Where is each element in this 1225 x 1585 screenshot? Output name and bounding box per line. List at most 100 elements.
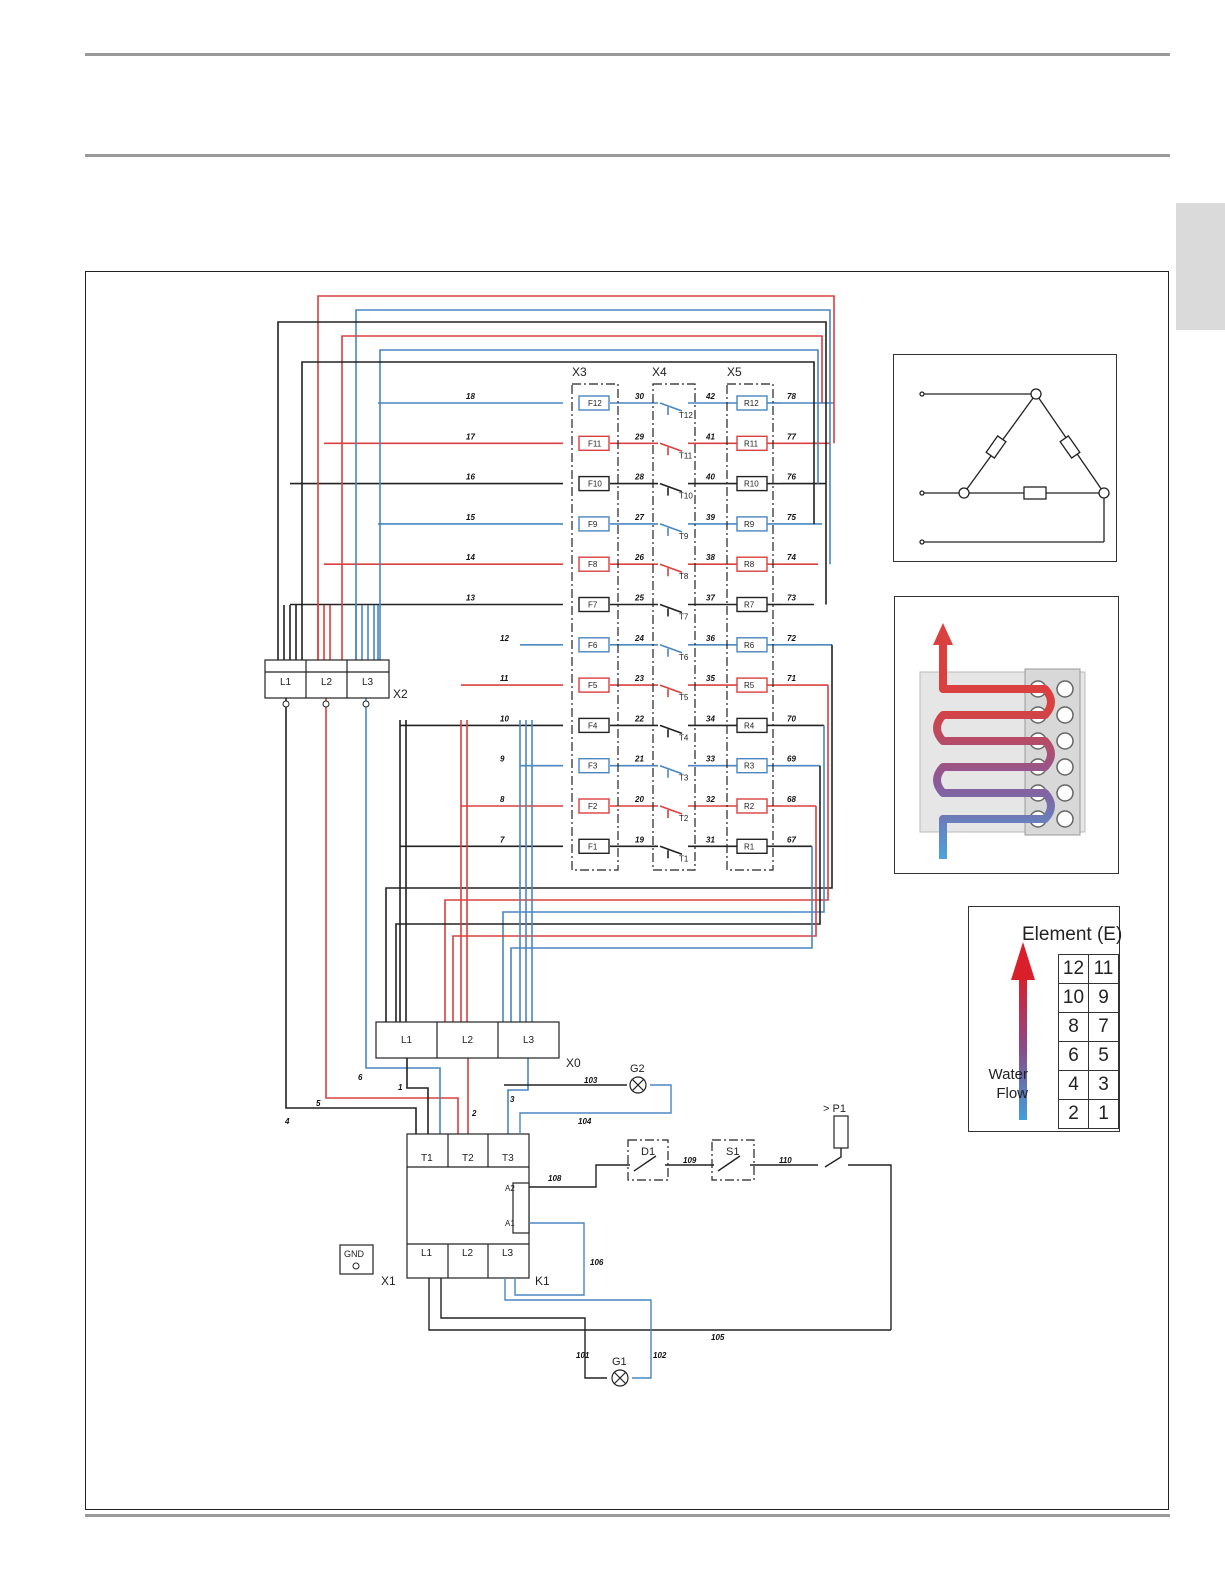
lower-return-loop xyxy=(510,846,813,1022)
legend-cell: 4 xyxy=(1058,1070,1089,1100)
thermostat-switch xyxy=(659,523,683,536)
section-tab[interactable] xyxy=(1176,203,1225,330)
wire-number: 78 xyxy=(787,392,796,401)
resistor-element xyxy=(736,596,768,613)
fuse-element xyxy=(578,838,610,854)
wire-number: 24 xyxy=(634,634,644,643)
wire-number: 35 xyxy=(706,674,715,683)
wire-number: 12 xyxy=(500,634,509,643)
wire-number: 105 xyxy=(711,1333,725,1342)
upper-return-loop xyxy=(341,335,823,660)
d1-label: D1 xyxy=(641,1146,655,1158)
resistor-label: R1 xyxy=(744,842,755,851)
wire-number: 102 xyxy=(653,1351,667,1360)
wire-number: 69 xyxy=(787,755,796,764)
fuse-element xyxy=(578,556,610,572)
p1-label: > P1 xyxy=(823,1103,846,1115)
resistor-element xyxy=(736,677,768,693)
wire-number: 77 xyxy=(787,432,796,441)
thermostat-label: T7 xyxy=(679,613,689,622)
x2-output-pin xyxy=(322,700,330,708)
wire-number: 7 xyxy=(500,835,505,844)
wire-number: 2 xyxy=(471,1109,477,1118)
x2-l1: L1 xyxy=(280,677,292,688)
wire-number: 34 xyxy=(706,714,715,723)
wire-number: 68 xyxy=(787,795,796,804)
wire-number: 10 xyxy=(500,714,509,723)
wire-number: 103 xyxy=(584,1076,598,1085)
x0-l1: L1 xyxy=(401,1035,413,1046)
wire-number: 11 xyxy=(500,674,509,683)
x2-terminal-block xyxy=(264,659,390,699)
wire-number: 39 xyxy=(706,513,715,522)
feed-wire-6 xyxy=(365,698,441,1134)
resistor-label: R4 xyxy=(744,721,755,730)
legend-cell: 5 xyxy=(1088,1041,1119,1071)
wire-number: 104 xyxy=(578,1117,592,1126)
lower-return-loop xyxy=(395,765,821,1022)
thermostat-label: T6 xyxy=(679,653,689,662)
g1-label: G1 xyxy=(612,1356,627,1368)
wire-number: 108 xyxy=(548,1174,562,1183)
delta-connection-panel xyxy=(893,354,1117,562)
x2-l3: L3 xyxy=(362,677,374,688)
thermostat-switch xyxy=(659,845,683,859)
upper-return-loop xyxy=(301,361,815,660)
thermostat-switch xyxy=(659,402,683,415)
x0-l2: L2 xyxy=(462,1035,474,1046)
wire-number: 5 xyxy=(316,1099,321,1108)
legend-cell: 3 xyxy=(1088,1070,1119,1100)
wire-number: 29 xyxy=(634,432,644,441)
resistor-label: R5 xyxy=(744,681,755,690)
wire-number: 19 xyxy=(635,835,644,844)
k1-t3: T3 xyxy=(502,1153,514,1164)
thermostat-switch xyxy=(659,482,683,496)
lower-return-loop xyxy=(444,685,829,1022)
wire-number: 8 xyxy=(500,795,505,804)
thermostat-switch xyxy=(659,684,683,698)
lower-return-loop xyxy=(452,806,817,1022)
resistor-element xyxy=(736,838,768,854)
lamp-g1 xyxy=(611,1369,629,1387)
fuse-label: F2 xyxy=(588,802,598,811)
wire-number: 74 xyxy=(787,553,796,562)
wire-number: 32 xyxy=(706,795,715,804)
thermostat-label: T3 xyxy=(679,774,689,783)
water-label: Water xyxy=(988,1066,1028,1083)
legend-cell: 12 xyxy=(1058,954,1089,984)
fuse-element xyxy=(578,677,610,693)
legend-cell: 9 xyxy=(1088,983,1119,1013)
thermostat-label: T2 xyxy=(679,814,689,823)
upper-return-loop xyxy=(317,295,835,660)
x0-label: X0 xyxy=(566,1056,581,1070)
thermostat-label: T9 xyxy=(679,532,689,541)
resistor-label: R3 xyxy=(744,762,755,771)
fuse-label: F3 xyxy=(588,762,598,771)
wire-number: 67 xyxy=(787,835,796,844)
resistor-element xyxy=(736,798,768,814)
thermostat-label: T1 xyxy=(679,854,689,863)
resistor-label: R7 xyxy=(744,601,755,610)
x2-label: X2 xyxy=(393,687,408,701)
wire-number: 26 xyxy=(634,553,644,562)
wire-number: 16 xyxy=(466,473,475,482)
fuse-label: F1 xyxy=(588,842,598,851)
resistor-element xyxy=(736,758,768,774)
k1-t1: T1 xyxy=(421,1153,433,1164)
fuse-element xyxy=(578,758,610,774)
thermostat-label: T11 xyxy=(679,451,693,460)
resistor-element xyxy=(736,717,768,734)
k1-l1: L1 xyxy=(421,1248,433,1259)
wire-number: 73 xyxy=(787,594,796,603)
wire-number: 101 xyxy=(576,1351,590,1360)
thermostat-label: T8 xyxy=(679,572,689,581)
wire-number: 3 xyxy=(510,1095,515,1104)
fuse-element xyxy=(578,717,610,734)
resistor-label: R10 xyxy=(744,480,759,489)
